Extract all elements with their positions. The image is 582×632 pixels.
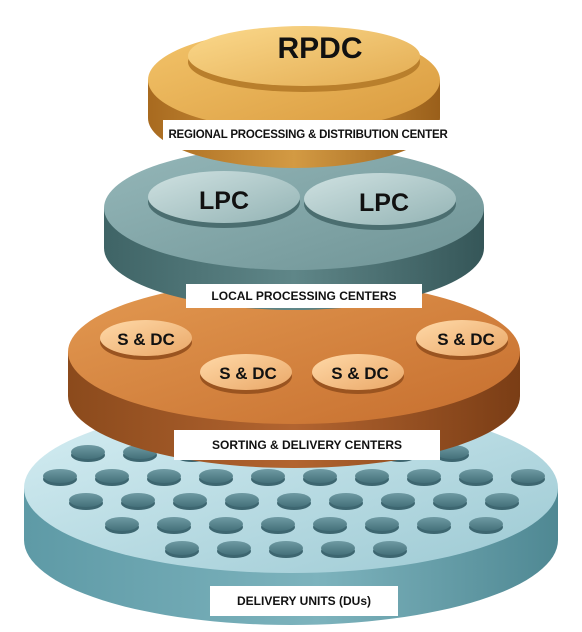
sdc-node-label: S & DC [331, 364, 389, 383]
lpc-node-label: LPC [199, 187, 249, 215]
delivery-unit [173, 493, 207, 507]
delivery-unit [43, 469, 77, 483]
delivery-unit [365, 517, 399, 531]
delivery-unit [251, 469, 285, 483]
du-caption: DELIVERY UNITS (DUs) [210, 586, 398, 616]
delivery-unit [147, 469, 181, 483]
lpc-node-label: LPC [359, 189, 409, 217]
delivery-unit [407, 469, 441, 483]
delivery-unit [313, 517, 347, 531]
rpdc-caption: REGIONAL PROCESSING & DISTRIBUTION CENTE… [163, 120, 453, 150]
delivery-unit [269, 541, 303, 555]
delivery-unit [225, 493, 259, 507]
delivery-unit [303, 469, 337, 483]
delivery-unit [433, 493, 467, 507]
sdc-node-2: S & DC [416, 320, 508, 360]
delivery-unit [69, 493, 103, 507]
sorting-delivery-disc-top [68, 280, 520, 424]
sdc-node-label: S & DC [117, 330, 175, 349]
delivery-unit [485, 493, 519, 507]
rpdc-inner-plate [188, 26, 420, 86]
delivery-unit [321, 541, 355, 555]
rpdc-node-label: RPDC [277, 32, 362, 65]
sdc-node-label: S & DC [219, 364, 277, 383]
lpc-node-1: LPC [148, 171, 300, 228]
delivery-unit [95, 469, 129, 483]
delivery-unit [511, 469, 545, 483]
delivery-unit [121, 493, 155, 507]
delivery-unit [261, 517, 295, 531]
delivery-unit [459, 469, 493, 483]
delivery-unit [71, 445, 105, 459]
delivery-unit [469, 517, 503, 531]
delivery-unit [199, 469, 233, 483]
sdc-node-3: S & DC [200, 354, 292, 394]
delivery-unit [277, 493, 311, 507]
delivery-unit [417, 517, 451, 531]
sdc-node-label: S & DC [437, 330, 495, 349]
delivery-unit [217, 541, 251, 555]
delivery-unit [381, 493, 415, 507]
delivery-unit [209, 517, 243, 531]
delivery-unit [165, 541, 199, 555]
delivery-unit [105, 517, 139, 531]
delivery-unit [157, 517, 191, 531]
delivery-unit [373, 541, 407, 555]
delivery-unit [329, 493, 363, 507]
lpc-node-2: LPC [304, 173, 456, 230]
lpc-caption: LOCAL PROCESSING CENTERS [186, 284, 422, 308]
delivery-unit [355, 469, 389, 483]
sdc-caption: SORTING & DELIVERY CENTERS [174, 430, 440, 460]
sdc-node-4: S & DC [312, 354, 404, 394]
sdc-node-1: S & DC [100, 320, 192, 360]
